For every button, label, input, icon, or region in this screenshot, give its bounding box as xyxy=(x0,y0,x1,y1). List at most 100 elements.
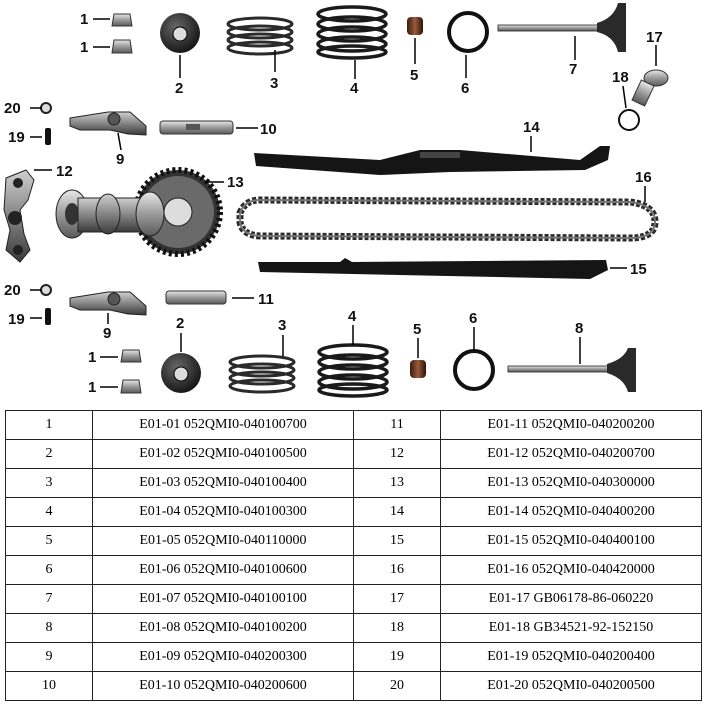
callout-3: 3 xyxy=(278,317,286,334)
callout-20: 20 xyxy=(4,282,21,299)
part-number: 15 xyxy=(353,526,441,556)
collet-top-b xyxy=(111,39,133,54)
collet-top-a xyxy=(111,13,133,27)
valve-spring-outer-bottom xyxy=(317,343,389,398)
spring-retainer-bottom xyxy=(161,353,201,393)
nut-upper xyxy=(40,102,52,114)
part-number: 6 xyxy=(5,555,93,585)
part-number: 16 xyxy=(353,555,441,585)
part-code: E01-03 052QMI0-040100400 xyxy=(92,468,354,498)
part-number: 14 xyxy=(353,497,441,527)
callout-9: 9 xyxy=(116,151,124,168)
callout-12: 12 xyxy=(56,163,73,180)
part-code: E01-18 GB34521-92-152150 xyxy=(440,613,702,643)
chain-guide xyxy=(258,258,608,279)
part-code: E01-20 052QMI0-040200500 xyxy=(440,671,702,701)
collet-bottom-b xyxy=(120,379,142,394)
valve-spring-inner-bottom xyxy=(228,354,296,394)
exhaust-valve xyxy=(507,348,636,392)
leader-lines-mid-lower xyxy=(30,289,254,324)
part-number: 19 xyxy=(353,642,441,672)
part-number: 8 xyxy=(5,613,93,643)
valve-spring-outer-top xyxy=(316,5,388,60)
callout-4: 4 xyxy=(350,80,359,97)
adjust-screw xyxy=(631,69,669,107)
o-ring-bottom xyxy=(453,349,495,391)
part-code: E01-16 052QMI0-040420000 xyxy=(440,555,702,585)
callout-6: 6 xyxy=(461,80,469,97)
table-row: 10 E01-10 052QMI0-040200600 20 E01-20 05… xyxy=(5,671,702,701)
callout-8: 8 xyxy=(575,320,583,337)
rocker-arm-lower xyxy=(69,291,147,316)
small-o-ring xyxy=(618,109,640,131)
table-row: 4 E01-04 052QMI0-040100300 14 E01-14 052… xyxy=(5,497,702,527)
part-code: E01-12 052QMI0-040200700 xyxy=(440,439,702,469)
part-number: 1 xyxy=(5,410,93,440)
table-row: 9 E01-09 052QMI0-040200300 19 E01-19 052… xyxy=(5,642,702,672)
collet-bottom-a xyxy=(120,349,142,363)
callout-4: 4 xyxy=(348,308,357,325)
callout-1: 1 xyxy=(80,11,88,28)
callout-6: 6 xyxy=(469,310,477,327)
part-number: 3 xyxy=(5,468,93,498)
part-number: 13 xyxy=(353,468,441,498)
callout-15: 15 xyxy=(630,261,647,278)
leader-lines-mid-upper xyxy=(30,107,258,151)
pin-lower xyxy=(45,308,51,325)
table-row: 1 E01-01 052QMI0-040100700 11 E01-11 052… xyxy=(5,410,702,440)
callout-19: 19 xyxy=(8,311,25,328)
rocker-shaft-lower xyxy=(165,290,227,305)
part-number: 2 xyxy=(5,439,93,469)
callout-13: 13 xyxy=(227,174,244,191)
callout-5: 5 xyxy=(413,321,421,338)
pin-upper xyxy=(45,128,51,145)
camshaft-holder xyxy=(3,169,35,263)
callout-11: 11 xyxy=(258,291,274,308)
table-row: 6 E01-06 052QMI0-040100600 16 E01-16 052… xyxy=(5,555,702,585)
part-number: 18 xyxy=(353,613,441,643)
rocker-arm-upper xyxy=(69,111,147,136)
exploded-parts-diagram: 1 1 2 3 4 5 6 7 17 18 20 19 9 10 14 12 1… xyxy=(3,3,669,398)
part-code: E01-08 052QMI0-040100200 xyxy=(92,613,354,643)
part-code: E01-19 052QMI0-040200400 xyxy=(440,642,702,672)
callout-1: 1 xyxy=(88,379,96,396)
table-row: 7 E01-07 052QMI0-040100100 17 E01-17 GB0… xyxy=(5,584,702,614)
part-number: 9 xyxy=(5,642,93,672)
part-code: E01-14 052QMI0-040400200 xyxy=(440,497,702,527)
part-code: E01-11 052QMI0-040200200 xyxy=(440,410,702,440)
callout-20: 20 xyxy=(4,100,21,117)
callout-18: 18 xyxy=(612,69,629,86)
callout-3: 3 xyxy=(270,75,278,92)
valve-stem-seal-bottom xyxy=(410,360,426,378)
leader-lines-bottom xyxy=(100,325,581,388)
callout-1: 1 xyxy=(80,39,88,56)
rocker-shaft-upper xyxy=(159,120,234,135)
part-code: E01-13 052QMI0-040300000 xyxy=(440,468,702,498)
valve-stem-seal-top xyxy=(407,17,423,35)
valve-spring-inner-top xyxy=(226,16,294,56)
part-number: 11 xyxy=(353,410,441,440)
callout-17: 17 xyxy=(646,29,663,46)
callout-14: 14 xyxy=(523,119,540,136)
callout-9: 9 xyxy=(103,325,111,342)
part-code: E01-02 052QMI0-040100500 xyxy=(92,439,354,469)
parts-list-table: 1 E01-01 052QMI0-040100700 11 E01-11 052… xyxy=(5,410,702,701)
callout-1: 1 xyxy=(88,349,96,366)
part-code: E01-15 052QMI0-040400100 xyxy=(440,526,702,556)
part-code: E01-06 052QMI0-040100600 xyxy=(92,555,354,585)
part-code: E01-09 052QMI0-040200300 xyxy=(92,642,354,672)
callout-10: 10 xyxy=(260,121,277,138)
callout-5: 5 xyxy=(410,67,418,84)
table-row: 3 E01-03 052QMI0-040100400 13 E01-13 052… xyxy=(5,468,702,498)
part-code: E01-17 GB06178-86-060220 xyxy=(440,584,702,614)
callout-2: 2 xyxy=(176,315,184,332)
part-code: E01-04 052QMI0-040100300 xyxy=(92,497,354,527)
callout-7: 7 xyxy=(569,61,577,78)
spring-retainer-top xyxy=(160,13,200,53)
o-ring-top xyxy=(447,11,489,53)
camshaft xyxy=(55,189,165,239)
leader-lines-top xyxy=(93,18,657,109)
part-code: E01-07 052QMI0-040100100 xyxy=(92,584,354,614)
part-number: 5 xyxy=(5,526,93,556)
part-number: 4 xyxy=(5,497,93,527)
